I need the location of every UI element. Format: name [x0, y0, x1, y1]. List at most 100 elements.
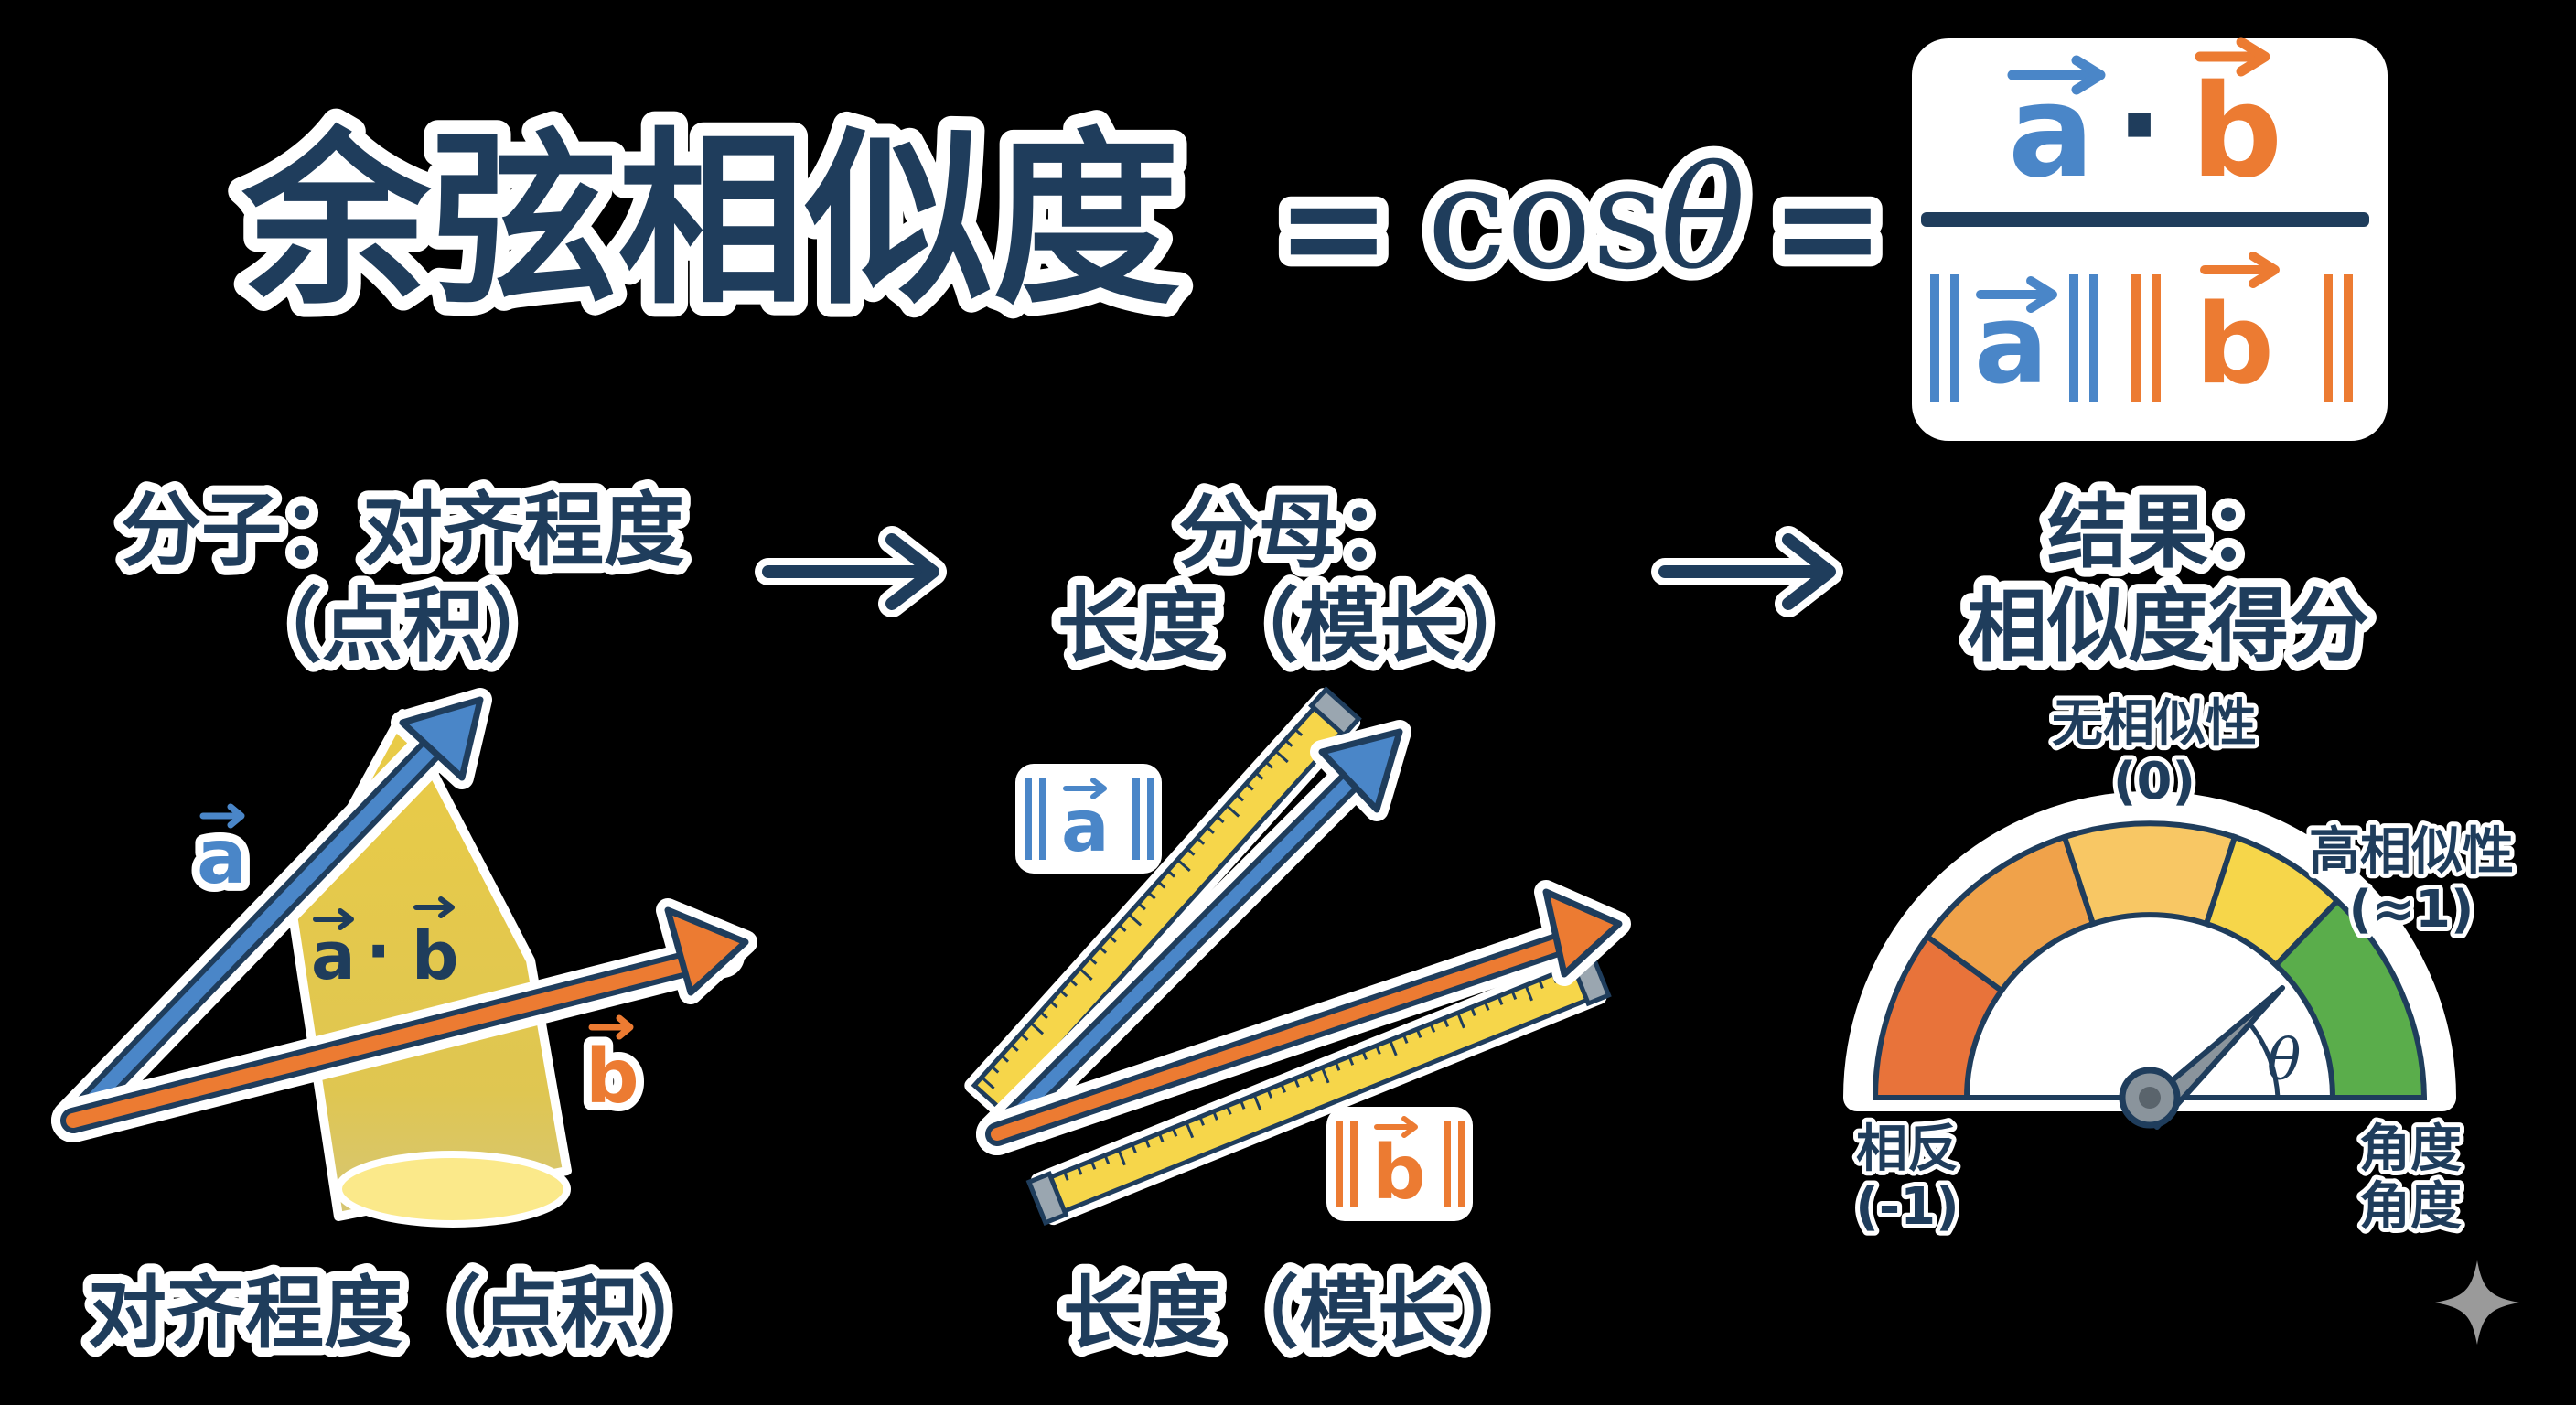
- ruler-tick: [1000, 1054, 1010, 1063]
- norm-b-letter: b: [1372, 1130, 1426, 1217]
- cos-text: cos: [1427, 135, 1665, 301]
- norm-b-bars: [2131, 274, 2353, 402]
- gauge-top-label: 无相似性: [2052, 694, 2257, 754]
- step-result-line2: 相似度得分: [1967, 579, 2369, 673]
- title: 余弦相似度: [242, 113, 1180, 330]
- ruler-tick: [1510, 990, 1518, 1001]
- norm-a-letter: a: [1061, 786, 1110, 868]
- equals-sign-2: =: [1770, 148, 1885, 307]
- ruler-tick: [1058, 989, 1068, 998]
- ruler-tick: [1185, 1121, 1195, 1139]
- ruler-tick: [1029, 1022, 1045, 1035]
- ruler-tick: [1239, 1099, 1246, 1110]
- gauge-right-value: (≈1): [2348, 880, 2474, 939]
- numerator-dot: ·: [2115, 51, 2163, 200]
- ruler-tick: [1254, 771, 1264, 780]
- ruler-tick: [1068, 978, 1078, 987]
- ruler-tick: [1264, 760, 1274, 769]
- ruler-tick: [1049, 1176, 1058, 1194]
- gauge-left-label: 相反: [1856, 1120, 1959, 1179]
- ruler-tick: [1415, 1028, 1422, 1038]
- ruler-a: [964, 686, 1362, 1121]
- vector-arrow-icon: [2007, 55, 2106, 95]
- vector-b-arrow: [976, 880, 1631, 1155]
- right-arrow-icon: [755, 526, 947, 617]
- gauge-top-value: (0): [2113, 752, 2195, 811]
- gauge-bottom-right-line2: 角度: [2359, 1177, 2462, 1237]
- ruler-tick: [1079, 967, 1093, 981]
- vector-a-label: a: [197, 814, 247, 901]
- step-numerator: 分子：对齐程度 （点积）: [112, 474, 693, 682]
- ruler-tick: [1019, 1033, 1029, 1041]
- ruler-tick: [1347, 1056, 1355, 1066]
- ruler-tick: [1225, 804, 1240, 818]
- cosine-fraction: a · b a: [1912, 37, 2388, 441]
- gauge-needle: [2119, 985, 2285, 1130]
- fraction-bar: [1921, 212, 2369, 227]
- ruler-tick: [1144, 1138, 1151, 1148]
- numerator-b: b: [2191, 58, 2282, 207]
- fraction-backdrop: [1912, 38, 2388, 441]
- right-arrow-icon: [1651, 526, 1843, 617]
- ruler-tick: [1166, 869, 1176, 878]
- step-result-line1: 结果：: [2047, 485, 2289, 579]
- angle-arc: [2249, 1023, 2281, 1099]
- vector-arrow-icon: [588, 1014, 634, 1040]
- ruler-tick: [1334, 1061, 1341, 1071]
- ruler-tick: [1280, 1083, 1286, 1093]
- ruler-tick: [1216, 815, 1225, 824]
- ruler-tick: [1103, 1154, 1111, 1164]
- step-numerator-line1: 分子：对齐程度: [121, 483, 684, 577]
- vector-arrow-icon: [1976, 276, 2057, 313]
- ruler-tick: [1235, 793, 1244, 802]
- similarity-gauge: θ 无相似性 (0) 高相似性 (≈1) 相反 (-1) 角度 角度: [1843, 690, 2518, 1241]
- ruler-tick: [1284, 738, 1293, 747]
- sparkle-icon: [2435, 1260, 2519, 1345]
- ruler-tick: [1108, 935, 1117, 943]
- ruler-tick: [1010, 1043, 1019, 1052]
- length-panel-caption: 长度（模长）: [1063, 1268, 1535, 1359]
- ruler-tick: [1049, 1000, 1058, 1009]
- ruler-tick: [1538, 979, 1544, 990]
- ruler-tick: [1186, 847, 1196, 856]
- step-result: 结果： 相似度得分: [1958, 476, 2378, 682]
- ruler-tick: [1196, 836, 1206, 845]
- dot-product-panel: a a · b b 对齐程度（点积）: [51, 688, 757, 1368]
- ruler-tick: [990, 1065, 1000, 1074]
- dot-label-b: b: [412, 917, 459, 994]
- ruler-tick: [1497, 995, 1504, 1006]
- ruler-tick: [1274, 749, 1289, 764]
- ruler-tick: [1361, 1050, 1368, 1060]
- ruler-tick: [1456, 1012, 1465, 1029]
- ruler-tick: [1252, 1094, 1262, 1111]
- vector-b-label: b: [585, 1034, 639, 1121]
- ruler-tick: [1131, 1143, 1137, 1153]
- step-numerator-line2: （点积）: [242, 579, 564, 673]
- ruler-tick: [1147, 891, 1156, 900]
- step-denominator: 分母： 长度（模长）: [1048, 476, 1550, 682]
- ruler-tick: [1470, 1006, 1476, 1016]
- ruler-tick: [1375, 1045, 1381, 1055]
- ruler-tick: [1320, 1067, 1330, 1084]
- ruler-tick: [1266, 1089, 1273, 1099]
- ruler-tick: [1063, 1171, 1069, 1181]
- ruler-tick: [1127, 913, 1143, 927]
- equals-sign-1: =: [1276, 148, 1391, 307]
- ruler-tick: [1206, 826, 1215, 835]
- gauge-bottom-right-line1: 角度: [2359, 1120, 2462, 1179]
- vector-a-arrow: [976, 720, 1411, 1155]
- vector-arrow-icon: [199, 803, 245, 829]
- ruler-tick: [1226, 1105, 1232, 1115]
- ruler-tick: [1443, 1017, 1449, 1027]
- gauge-theta: θ: [2267, 1026, 2301, 1093]
- dot-label-a: a: [311, 917, 356, 994]
- ruler-tick: [1039, 1011, 1048, 1020]
- ruler-tick: [1098, 945, 1108, 954]
- ruler-tick: [1307, 1072, 1314, 1082]
- vector-arrow-icon: [413, 896, 455, 918]
- norm-b-label: b: [1326, 1107, 1473, 1221]
- ruler-tick: [1118, 924, 1127, 933]
- ruler-tick: [1157, 1132, 1165, 1142]
- ruler-tick: [1524, 984, 1533, 1002]
- ruler-tick: [1117, 1149, 1126, 1166]
